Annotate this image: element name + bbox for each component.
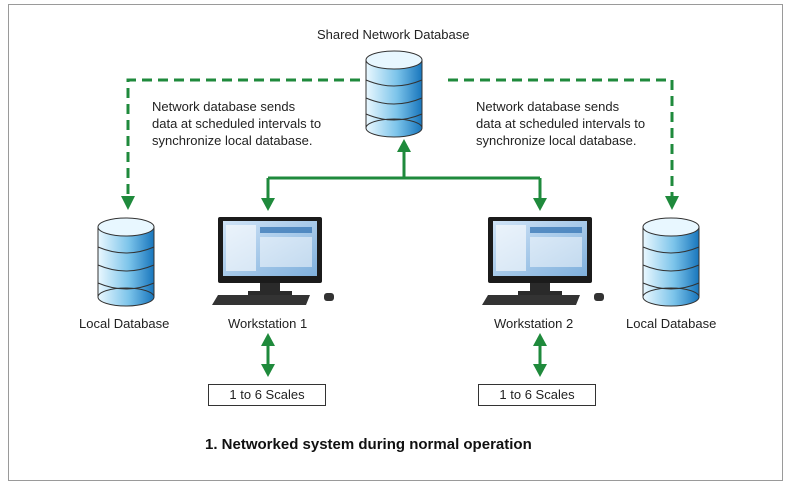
sync-note-right-line3: synchronize local database.	[476, 133, 637, 148]
scale-link-right	[533, 333, 547, 377]
workstation-1-label: Workstation 1	[228, 316, 308, 331]
sync-note-left-line3: synchronize local database.	[152, 133, 313, 148]
shared-database-icon	[365, 50, 423, 138]
local-database-left-icon	[97, 217, 155, 307]
shared-db-label: Shared Network Database	[317, 27, 470, 42]
arrow-head-ws1	[261, 198, 275, 211]
sync-note-right: Network database sends data at scheduled…	[476, 98, 676, 149]
sync-link-right	[448, 78, 674, 198]
local-db-right-label: Local Database	[626, 316, 717, 331]
sync-note-left-line2: data at scheduled intervals to	[152, 116, 322, 131]
sync-note-left: Network database sends data at scheduled…	[152, 98, 352, 149]
scale-link-left	[261, 333, 275, 377]
arrow-head-ws2	[533, 198, 547, 211]
sync-link-left	[126, 78, 360, 198]
workstation-2-label: Workstation 2	[494, 316, 574, 331]
scales-box-left: 1 to 6 Scales	[208, 384, 326, 406]
figure-caption: 1. Networked system during normal operat…	[205, 436, 532, 453]
sync-note-right-line2: data at scheduled intervals to	[476, 116, 646, 131]
workstation-2-icon	[482, 217, 604, 305]
scales-box-right: 1 to 6 Scales	[478, 384, 596, 406]
arrow-head-shared-db	[397, 139, 411, 152]
arrow-head-right-db	[665, 196, 679, 210]
network-link	[266, 150, 542, 200]
sync-note-right-line1: Network database sends	[476, 99, 620, 114]
workstation-1-icon	[212, 217, 334, 305]
sync-note-left-line1: Network database sends	[152, 99, 296, 114]
local-db-left-label: Local Database	[79, 316, 170, 331]
arrow-head-left-db	[121, 196, 135, 210]
local-database-right-icon	[642, 217, 700, 307]
